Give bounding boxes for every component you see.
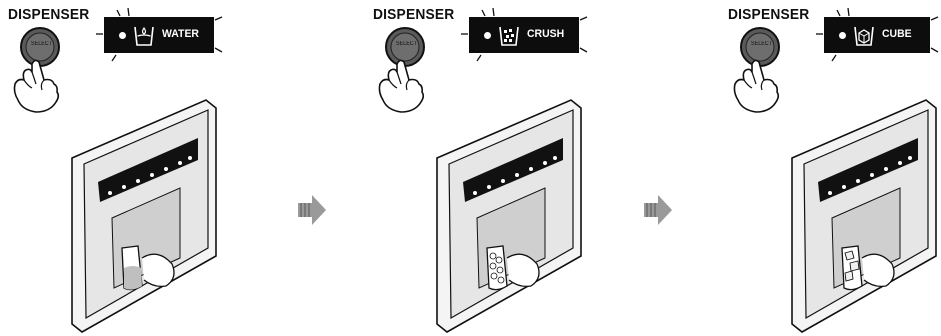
mode-indicator-panel: CUBE — [824, 17, 930, 53]
ice-cube-icon — [853, 23, 875, 47]
step-water: DISPENSER WATER SELECT — [0, 0, 300, 336]
crushed-ice-icon — [498, 23, 520, 47]
indicator-dot — [484, 32, 491, 39]
step-crush: DISPENSER CRUSH SELECT — [365, 0, 665, 336]
dispenser-illustration — [427, 98, 623, 334]
indicator-dot — [119, 32, 126, 39]
pointing-hand-icon — [6, 38, 66, 114]
dispenser-illustration — [62, 98, 258, 334]
pointing-hand-icon — [726, 38, 786, 114]
mode-indicator-panel: WATER — [104, 17, 214, 53]
mode-label: CRUSH — [527, 28, 564, 40]
arrow-right-icon — [644, 193, 672, 227]
arrow-right-icon — [298, 193, 326, 227]
pointing-hand-icon — [371, 38, 431, 114]
dispenser-illustration — [782, 98, 941, 334]
step-cube: DISPENSER CUBE SELECT — [720, 0, 941, 336]
water-glass-icon — [133, 23, 155, 47]
mode-label: WATER — [162, 28, 199, 40]
mode-indicator-panel: CRUSH — [469, 17, 579, 53]
indicator-dot — [839, 32, 846, 39]
mode-label: CUBE — [882, 28, 912, 40]
